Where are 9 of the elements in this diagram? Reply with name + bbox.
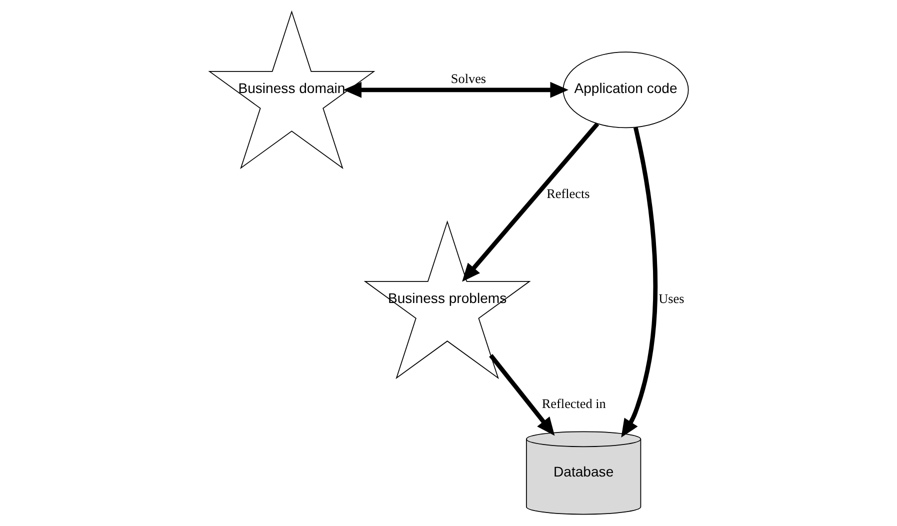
edge-label: Uses (658, 290, 684, 306)
arrow (620, 126, 658, 438)
arrow (342, 82, 568, 98)
arrow (488, 354, 554, 436)
edge-label: Reflects (546, 186, 590, 201)
edge-label: Reflected in (541, 396, 606, 411)
arrow (462, 122, 599, 282)
edge-label: Solves (450, 70, 486, 86)
node-ellipse: Application code (562, 52, 688, 128)
